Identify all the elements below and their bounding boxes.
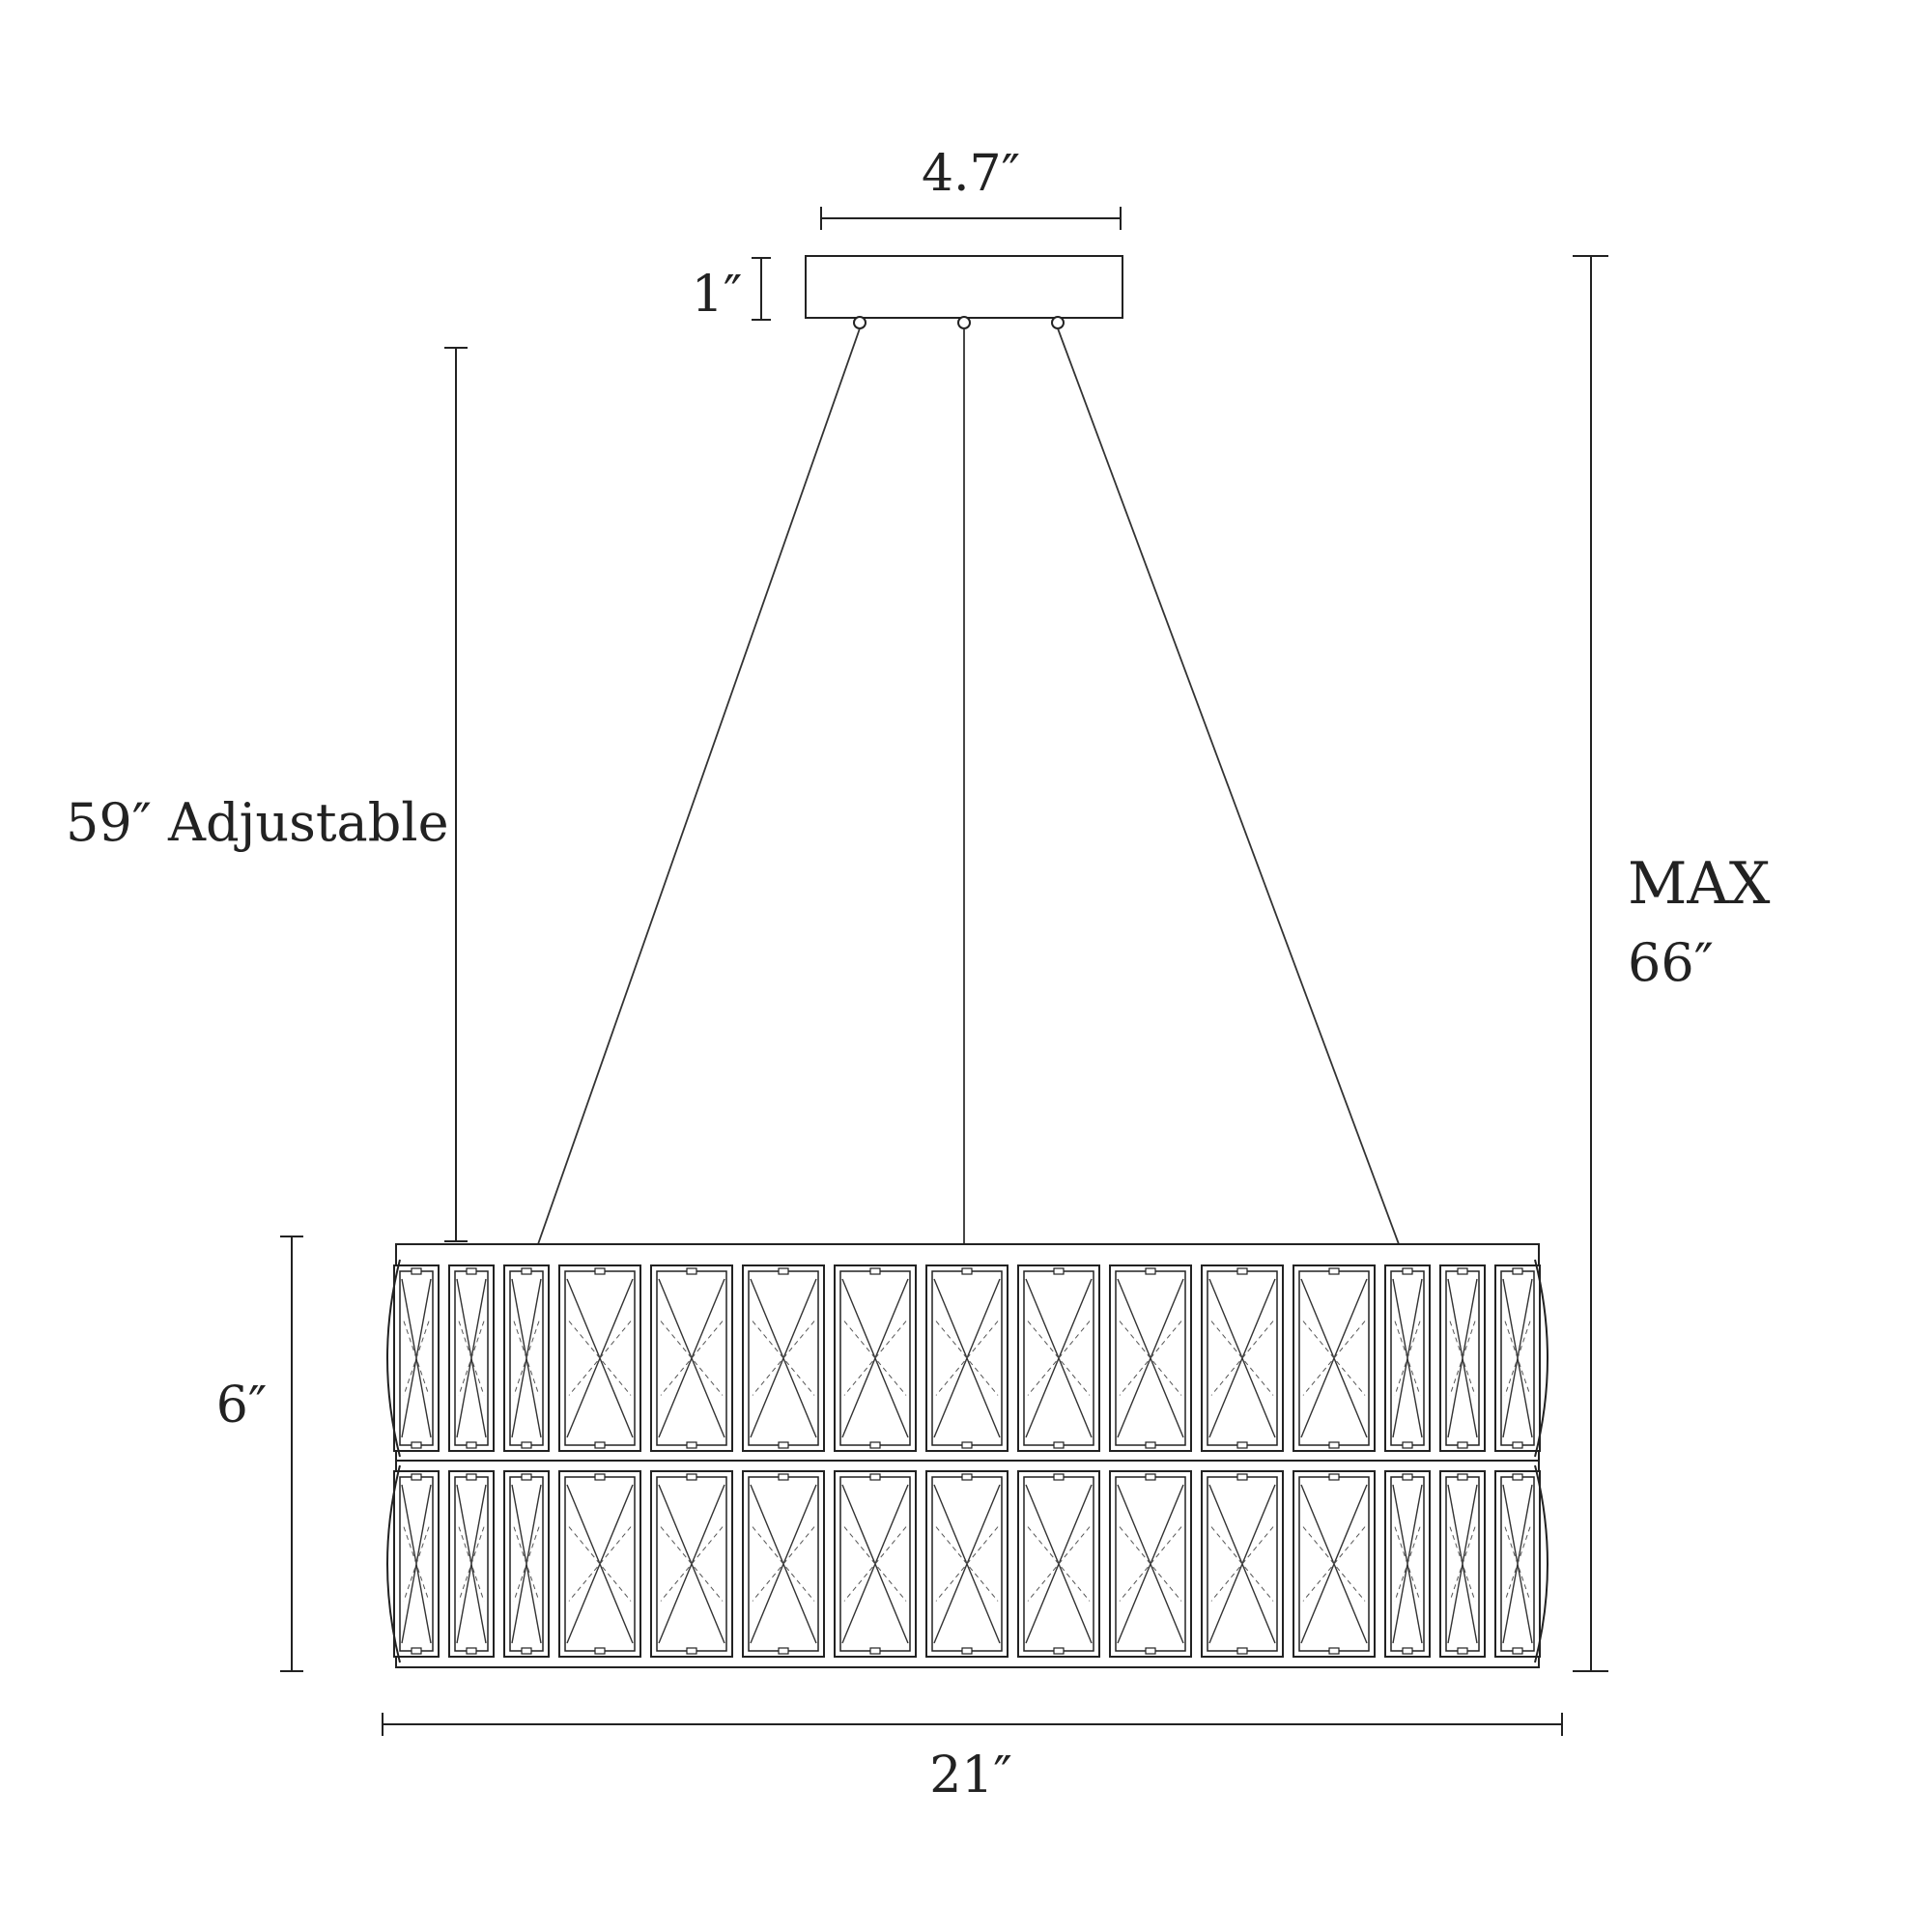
crystal-panel (1201, 1264, 1284, 1452)
crystal-panel (1384, 1264, 1431, 1452)
crystal-panel (650, 1264, 733, 1452)
cable-length-dimension (444, 347, 468, 1242)
crystal-panel (1384, 1470, 1431, 1658)
max-height-label: MAX (1628, 850, 1771, 918)
crystal-panel (834, 1470, 917, 1658)
canopy-cable-mounts (853, 316, 1065, 329)
crystal-panel (834, 1264, 917, 1452)
crystal-panel (1494, 1264, 1541, 1452)
crystal-panel (393, 1264, 440, 1452)
canopy-width-label: 4.7″ (922, 145, 1020, 203)
crystal-panel (925, 1470, 1009, 1658)
fixture-height-dimension (280, 1236, 303, 1672)
crystal-panel (1109, 1470, 1192, 1658)
end-cap-left (386, 1259, 401, 1458)
canopy-width-dimension (820, 207, 1122, 230)
crystal-panel (1293, 1264, 1376, 1452)
crystal-panel (448, 1470, 495, 1658)
crystal-panel (925, 1264, 1009, 1452)
crystal-panel (1439, 1264, 1486, 1452)
cable-left (537, 327, 861, 1245)
crystal-panel (1017, 1470, 1100, 1658)
crystal-panel (742, 1264, 825, 1452)
fixture-height-label: 6″ (216, 1377, 268, 1435)
crystal-panel (558, 1470, 641, 1658)
cable-length-label: 59″ Adjustable (66, 792, 449, 853)
crystal-panel (1017, 1264, 1100, 1452)
crystal-panels (393, 1264, 1541, 1658)
crystal-panel (1494, 1470, 1541, 1658)
crystal-panel (650, 1470, 733, 1658)
max-height-dimension (1573, 255, 1608, 1672)
suspension-cables (537, 327, 1400, 1245)
crystal-panel (503, 1470, 550, 1658)
crystal-panel (1109, 1264, 1192, 1452)
crystal-panel (1439, 1470, 1486, 1658)
cable-right (1057, 327, 1400, 1245)
max-height-value: 66″ (1628, 932, 1714, 993)
crystal-fixture-body (386, 1243, 1548, 1668)
fixture-width-label: 21″ (929, 1747, 1012, 1804)
ceiling-canopy (805, 255, 1123, 329)
end-cap-right (1534, 1259, 1548, 1458)
crystal-panel (742, 1470, 825, 1658)
end-cap-left (386, 1464, 401, 1663)
canopy-height-dimension (752, 257, 771, 321)
fixture-end-caps (386, 1259, 1548, 1663)
crystal-panel (1201, 1470, 1284, 1658)
crystal-panel (558, 1264, 641, 1452)
canopy-height-label: 1″ (692, 266, 743, 324)
fixture-width-dimension (382, 1713, 1563, 1736)
end-cap-right (1534, 1464, 1548, 1663)
crystal-panel (448, 1264, 495, 1452)
crystal-panel (503, 1264, 550, 1452)
crystal-panel (393, 1470, 440, 1658)
crystal-panel (1293, 1470, 1376, 1658)
